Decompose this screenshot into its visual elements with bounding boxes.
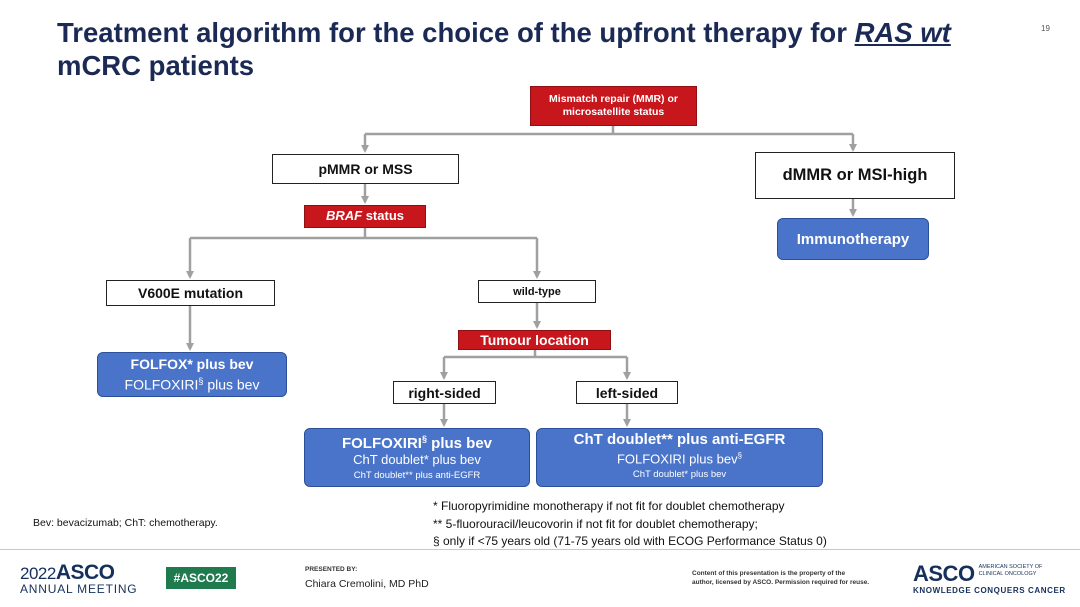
abbreviations-note: Bev: bevacizumab; ChT: chemotherapy.: [33, 517, 218, 529]
asco-annual-meeting-logo: 2022ASCO ANNUAL MEETING: [20, 561, 138, 596]
node-braf-status: BRAF status: [304, 205, 426, 228]
copyright-notice: Content of this presentation is the prop…: [692, 570, 870, 586]
footnote-section: § only if <75 years old (71-75 years old…: [433, 534, 827, 548]
node-right-sided: right-sided: [393, 381, 496, 404]
node-folfox-therapy: FOLFOX* plus bev FOLFOXIRI§ plus bev: [97, 352, 287, 397]
node-wild-type: wild-type: [478, 280, 596, 303]
node-immunotherapy: Immunotherapy: [777, 218, 929, 260]
edge-tumour-split: [444, 350, 627, 359]
presenter-info: PRESENTED BY: Chiara Cremolini, MD PhD: [305, 566, 429, 590]
edge-mmr-split: [365, 126, 853, 136]
footnote-star: * Fluoropyrimidine monotherapy if not fi…: [433, 499, 785, 513]
node-right-sided-therapy: FOLFOXIRI§ plus bev ChT doublet* plus be…: [304, 428, 530, 487]
node-left-sided-therapy: ChT doublet** plus anti-EGFR FOLFOXIRI p…: [536, 428, 823, 487]
title-ras-wt: RAS wt: [854, 17, 951, 48]
node-v600e-mutation: V600E mutation: [106, 280, 275, 306]
slide-number: 19: [1041, 24, 1050, 33]
node-tumour-location: Tumour location: [458, 330, 611, 350]
node-pmmr-mss: pMMR or MSS: [272, 154, 459, 184]
footer-divider: [0, 549, 1080, 550]
therapy-footnotes: * Fluoropyrimidine monotherapy if not fi…: [433, 498, 827, 551]
slide-title: Treatment algorithm for the choice of th…: [57, 17, 951, 81]
presenter-name: Chiara Cremolini, MD PhD: [305, 578, 429, 590]
node-left-sided: left-sided: [576, 381, 678, 404]
hashtag-badge: #ASCO22: [166, 567, 236, 589]
edge-braf-split: [190, 228, 537, 240]
node-dmmr-msi-high: dMMR or MSI-high: [755, 152, 955, 199]
footnote-double-star: ** 5-fluorouracil/leucovorin if not fit …: [433, 516, 758, 531]
